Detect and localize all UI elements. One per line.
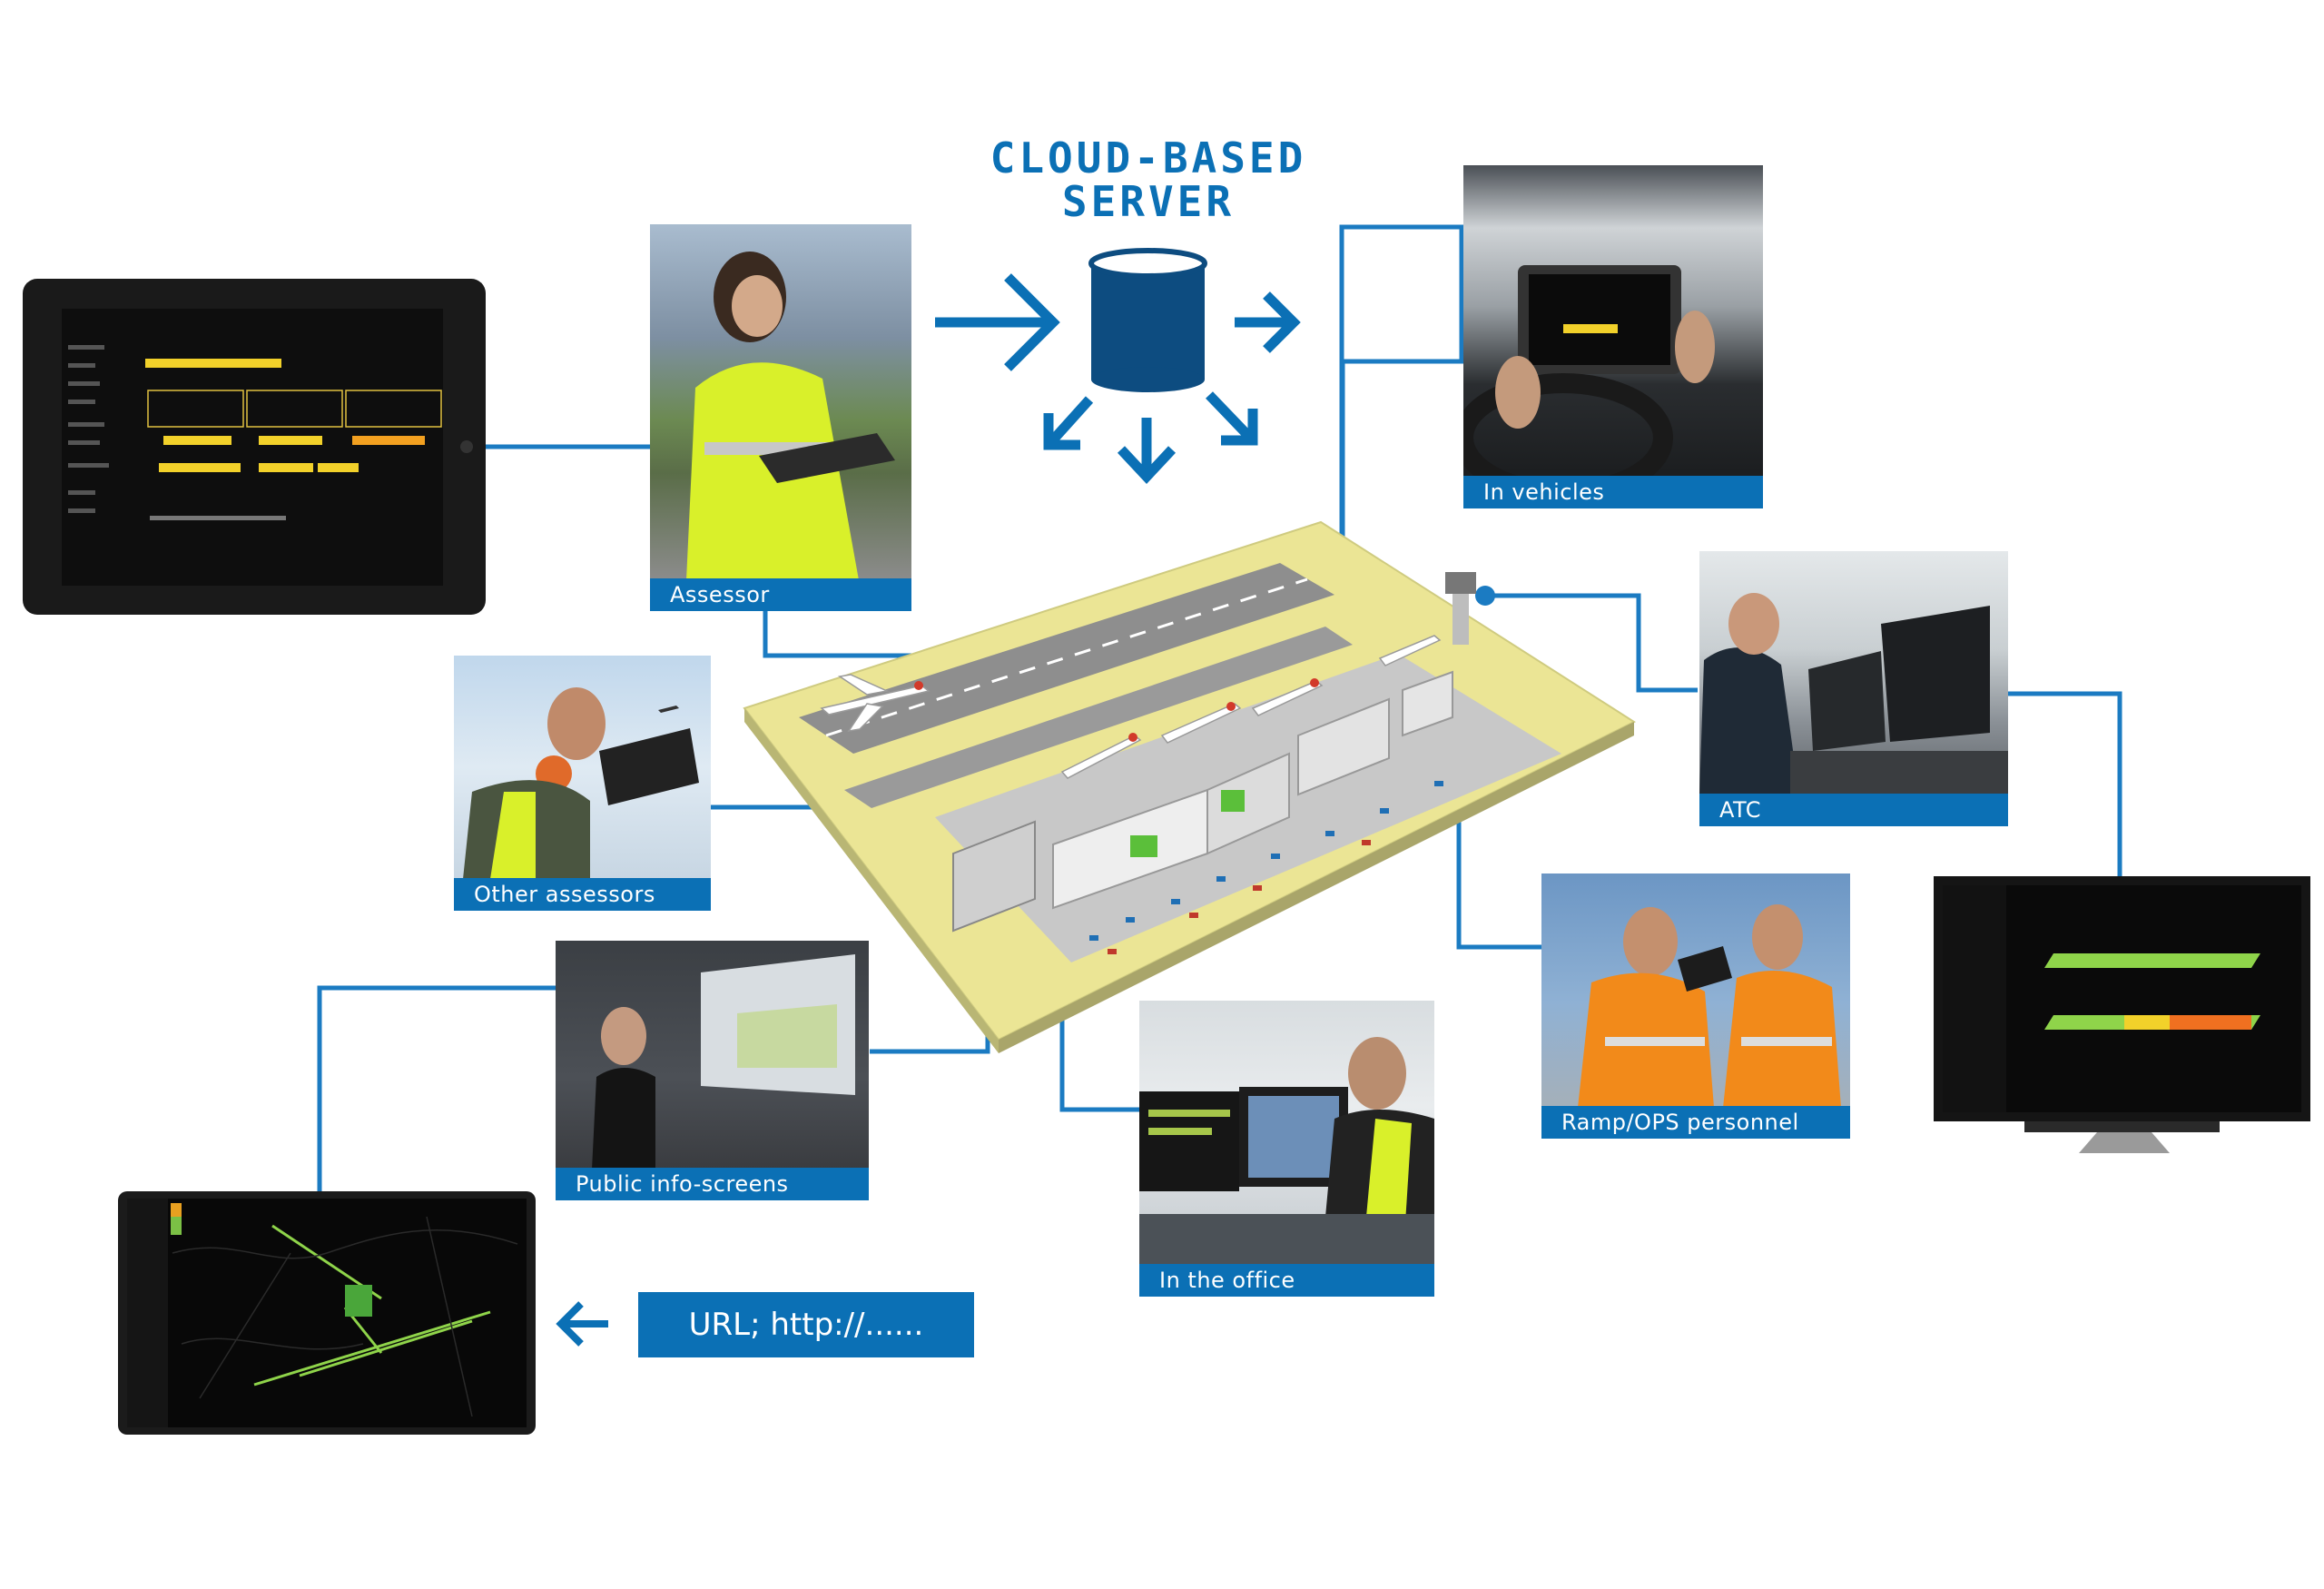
server-title-line1: CLOUD-BASED	[990, 133, 1307, 183]
arrow-left-icon	[556, 1301, 608, 1347]
monitor-device	[1934, 876, 2310, 1153]
label-ramp-ops: Ramp/OPS personnel	[1541, 1106, 1850, 1139]
label-assessor: Assessor	[650, 578, 911, 611]
label-public-screens: Public info-screens	[556, 1168, 869, 1200]
server-title: CLOUD-BASED SERVER	[944, 136, 1353, 223]
in-vehicles-photo	[1463, 165, 1763, 479]
ramp-ops-photo	[1541, 873, 1850, 1108]
connector-vehicles-airport	[1339, 224, 1464, 590]
atc-photo	[1699, 551, 2008, 796]
office-figure	[1139, 1037, 1434, 1266]
arrow-right-icon	[935, 273, 1301, 485]
other-assessors-photo	[454, 656, 711, 879]
label-atc: ATC	[1699, 794, 2008, 826]
url-box: URL; http://......	[638, 1292, 974, 1357]
public-screen-figure	[592, 954, 855, 1170]
label-other-assessors: Other assessors	[454, 878, 711, 911]
connector-atc-monitor	[2002, 691, 2122, 876]
label-office: In the office	[1139, 1264, 1434, 1297]
atc-figure	[1699, 593, 2008, 796]
airport-illustration	[743, 520, 1637, 1053]
assessor-photo	[650, 224, 911, 580]
label-in-vehicles: In vehicles	[1463, 476, 1763, 508]
connector-atc-tower	[1485, 593, 1698, 693]
tablet-device	[23, 279, 486, 615]
other-assessor-figure	[463, 687, 699, 879]
server-title-line2: SERVER	[1061, 177, 1236, 226]
assessor-figure	[686, 252, 895, 580]
public-screens-photo	[556, 941, 869, 1170]
database-icon	[1088, 248, 1207, 392]
office-photo	[1139, 1001, 1434, 1266]
ramp-ops-figure	[1578, 904, 1841, 1108]
map-tablet-device	[118, 1191, 536, 1435]
vehicle-tablet-figure	[1463, 265, 1715, 479]
